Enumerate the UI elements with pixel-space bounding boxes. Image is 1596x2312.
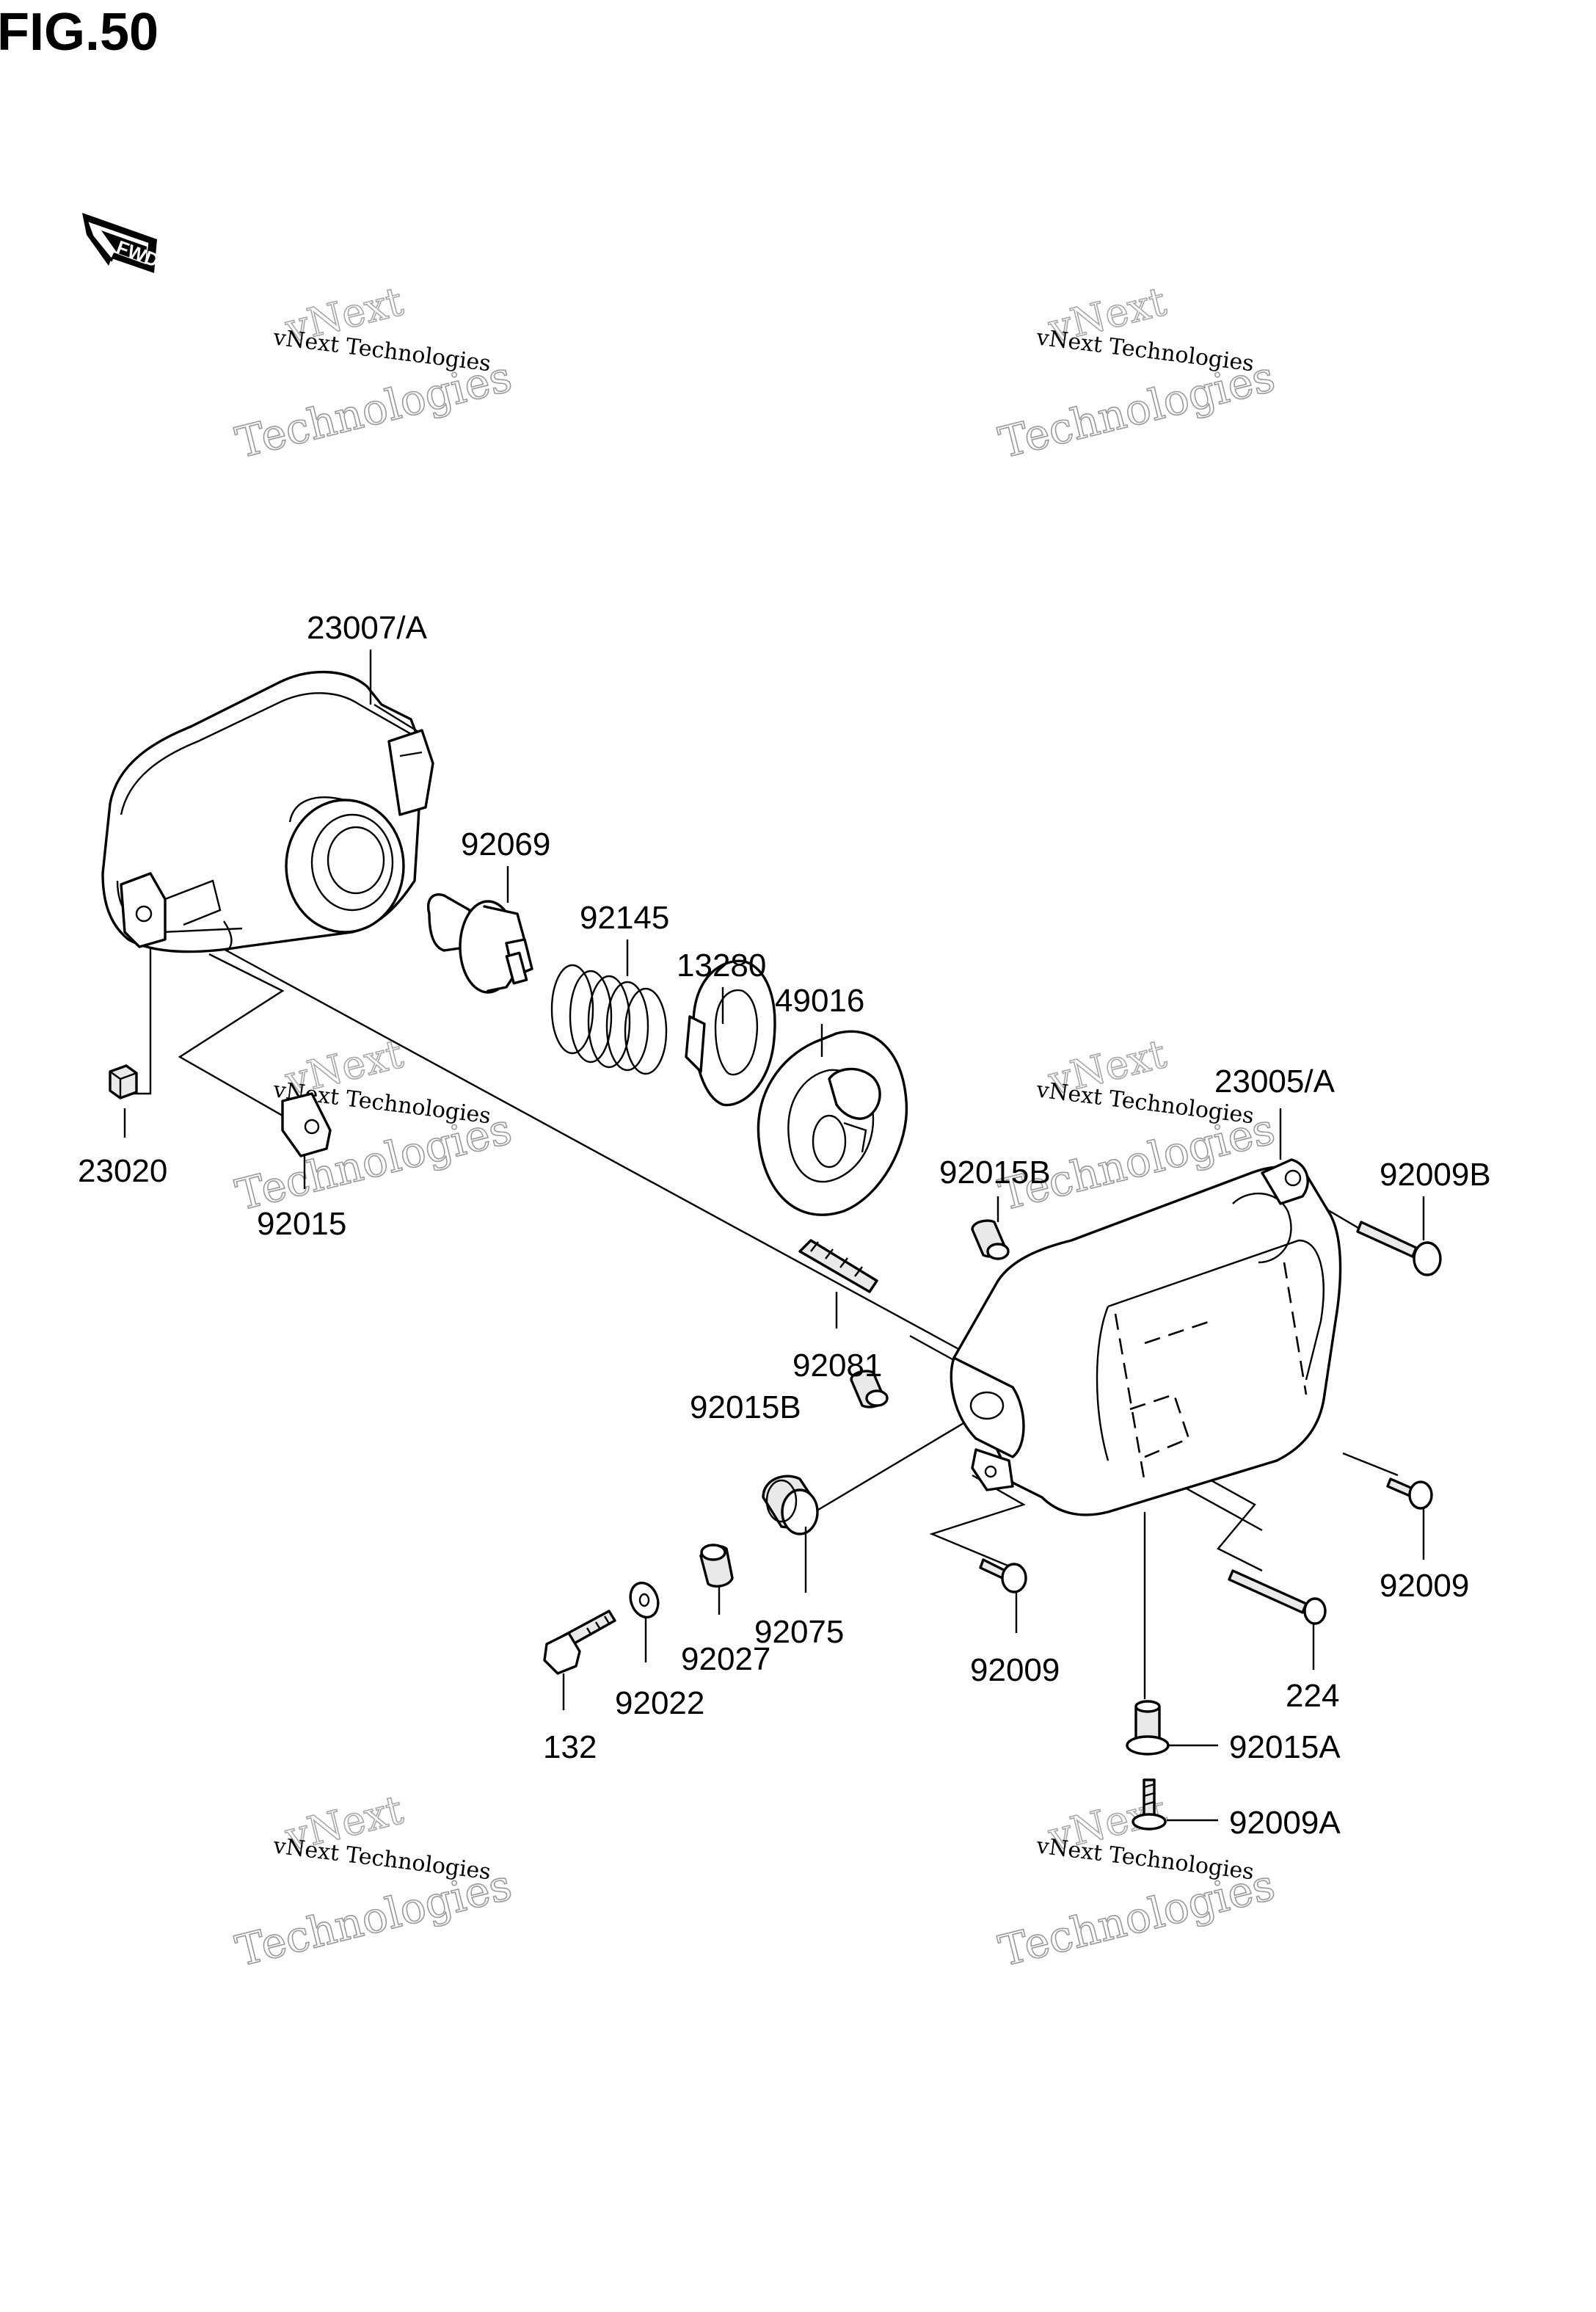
screw-224	[1228, 1569, 1327, 1625]
bolt-132	[543, 1610, 616, 1675]
screw-92009b	[1356, 1221, 1442, 1276]
label-49016: 49016	[775, 983, 864, 1019]
stud-bolt-92081	[798, 1239, 878, 1293]
clip-92015	[281, 1092, 332, 1157]
label-92081: 92081	[792, 1348, 882, 1384]
screw-92009-left	[979, 1558, 1027, 1593]
screw-92009a	[1132, 1778, 1167, 1831]
retaining-ring-13280	[685, 959, 776, 1107]
label-23007a: 23007/A	[307, 610, 428, 646]
clip-nut-23020	[109, 1064, 138, 1099]
watermark-mid-left: vNext Technologies vNext Technologies	[230, 1030, 517, 1221]
svg-text:vNext Technologies: vNext Technologies	[272, 1833, 492, 1885]
part-labels: 23007/A 92069 92145 13280 49016 23020 92…	[78, 610, 1491, 1841]
label-92009-left: 92009	[970, 1652, 1060, 1688]
label-224: 224	[1286, 1678, 1339, 1714]
label-92069: 92069	[461, 826, 550, 862]
label-92009b: 92009B	[1380, 1157, 1491, 1193]
collar-92015b-middle	[850, 1370, 889, 1408]
label-leaders	[123, 650, 1425, 1822]
grommet-92075	[762, 1475, 819, 1535]
fwd-arrow-icon: FWD	[82, 213, 162, 273]
label-92015b-upper: 92015B	[939, 1155, 1051, 1190]
label-23020: 23020	[78, 1153, 167, 1189]
headlight-lens-unit-23007a	[101, 670, 434, 953]
label-92022: 92022	[615, 1685, 704, 1721]
label-92009a: 92009A	[1229, 1805, 1341, 1841]
label-13280: 13280	[677, 948, 766, 984]
label-92075: 92075	[754, 1614, 844, 1650]
spring-92145	[550, 964, 668, 1075]
collar-92027	[699, 1544, 734, 1588]
screw-92009-right	[1386, 1477, 1433, 1510]
svg-text:vNext Technologies: vNext Technologies	[1035, 1833, 1256, 1885]
label-92015b-middle: 92015B	[690, 1389, 801, 1425]
label-92015a: 92015A	[1229, 1729, 1341, 1765]
collar-92015b-upper	[971, 1219, 1010, 1260]
watermark-bottom-left: vNext Technologies vNext Technologies	[230, 1786, 517, 1977]
label-132: 132	[543, 1729, 597, 1765]
label-92009-right: 92009	[1380, 1568, 1469, 1604]
watermark-top-left: vNext Technologies vNext Technologies	[230, 277, 517, 468]
svg-text:vNext Technologies: vNext Technologies	[1035, 324, 1256, 377]
headlight-housing-23005a	[950, 1158, 1342, 1516]
boot-cap-49016	[757, 1030, 908, 1216]
watermark-top-right: vNext Technologies vNext Technologies	[994, 277, 1280, 468]
headlight-bulb-92069	[427, 893, 533, 994]
label-92145: 92145	[580, 900, 669, 936]
label-92015: 92015	[257, 1206, 346, 1242]
collar-92015a	[1126, 1700, 1170, 1756]
washer-92022	[629, 1581, 660, 1619]
label-92027: 92027	[681, 1641, 770, 1677]
svg-text:vNext Technologies: vNext Technologies	[272, 324, 492, 377]
label-23005a: 23005/A	[1214, 1064, 1336, 1099]
figure-title: FIG.50	[0, 3, 158, 62]
